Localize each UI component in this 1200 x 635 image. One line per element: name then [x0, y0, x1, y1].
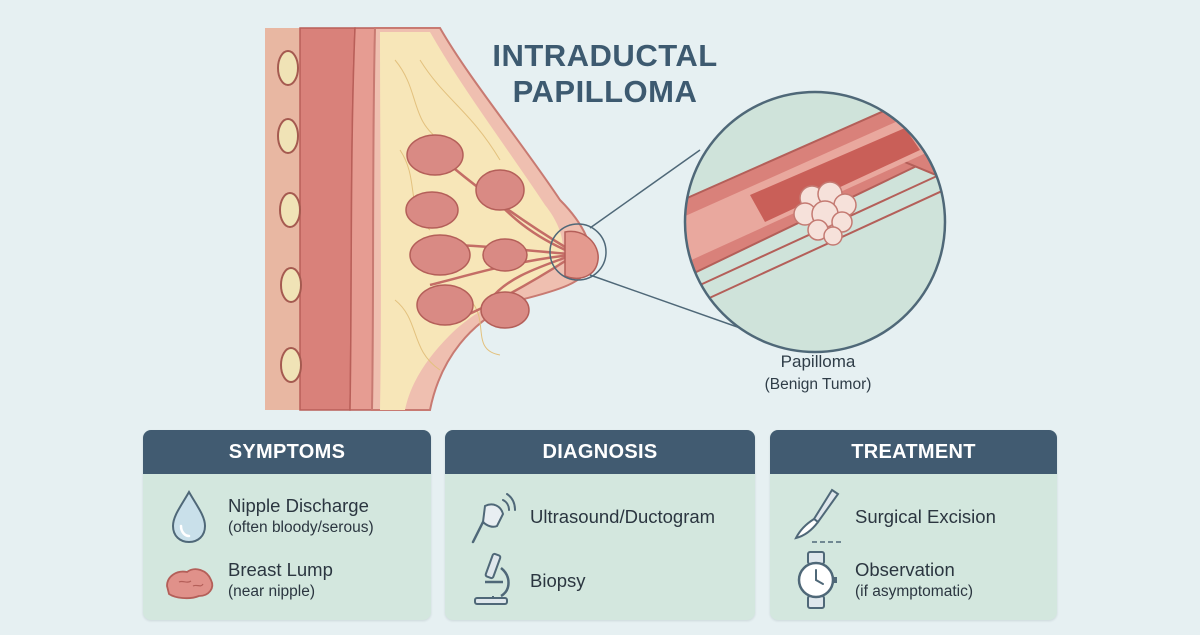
title-line-1: INTRADUCTAL [492, 38, 718, 73]
treatment-item-observation: Observation (if asymptomatic) [770, 548, 1057, 612]
diagnosis-biopsy-label: Biopsy [530, 569, 586, 591]
treatment-observation-note: (if asymptomatic) [855, 583, 973, 600]
symptoms-card: SYMPTOMS Nipple Discharge (often bloody/… [143, 430, 431, 620]
watch-icon [797, 551, 837, 609]
zoom-line-bottom [589, 274, 761, 336]
zoom-line-top [589, 149, 701, 229]
chest-wall [265, 27, 376, 411]
diagnosis-card: DIAGNOSIS Ultrasound/Ductogram Biopsy [445, 430, 755, 620]
scalpel-icon [794, 488, 842, 543]
papilloma-growth [793, 181, 857, 246]
microscope-icon [474, 552, 510, 605]
treatment-observation-label: Observation [855, 559, 955, 580]
ultrasound-probe-icon [471, 493, 516, 544]
callout-label: Papilloma [780, 352, 856, 371]
rib-cross-sections [277, 50, 302, 383]
symptom-lump-label: Breast Lump [228, 559, 333, 580]
callout-note: (Benign Tumor) [764, 376, 872, 393]
symptoms-header: SYMPTOMS [143, 430, 431, 474]
diagnosis-item-ultrasound: Ultrasound/Ductogram [445, 484, 755, 548]
papilloma-callout: Papilloma (Benign Tumor) [728, 350, 908, 396]
magnified-duct-view [683, 90, 947, 354]
symptom-item-discharge: Nipple Discharge (often bloody/serous) [143, 484, 431, 548]
symptom-item-lump: Breast Lump (near nipple) [143, 548, 431, 612]
droplet-icon [171, 489, 207, 544]
nipple-highlight-circle [549, 223, 607, 281]
lump-icon [166, 568, 214, 600]
diagnosis-item-biopsy: Biopsy [445, 548, 755, 612]
treatment-item-excision: Surgical Excision [770, 484, 1057, 548]
treatment-card: TREATMENT Surgical Excision Observation … [770, 430, 1057, 620]
lobules [405, 134, 530, 329]
title-line-2: PAPILLOMA [512, 74, 698, 109]
diagnosis-header: DIAGNOSIS [445, 430, 755, 474]
nipple [564, 230, 599, 280]
diagram-title: INTRADUCTAL PAPILLOMA [440, 38, 770, 110]
treatment-excision-label: Surgical Excision [855, 505, 996, 527]
diagnosis-ultrasound-label: Ultrasound/Ductogram [530, 505, 716, 527]
symptom-lump-note: (near nipple) [228, 583, 316, 600]
symptom-discharge-label: Nipple Discharge [228, 495, 369, 516]
treatment-header: TREATMENT [770, 430, 1057, 474]
symptom-discharge-note: (often bloody/serous) [228, 519, 374, 536]
